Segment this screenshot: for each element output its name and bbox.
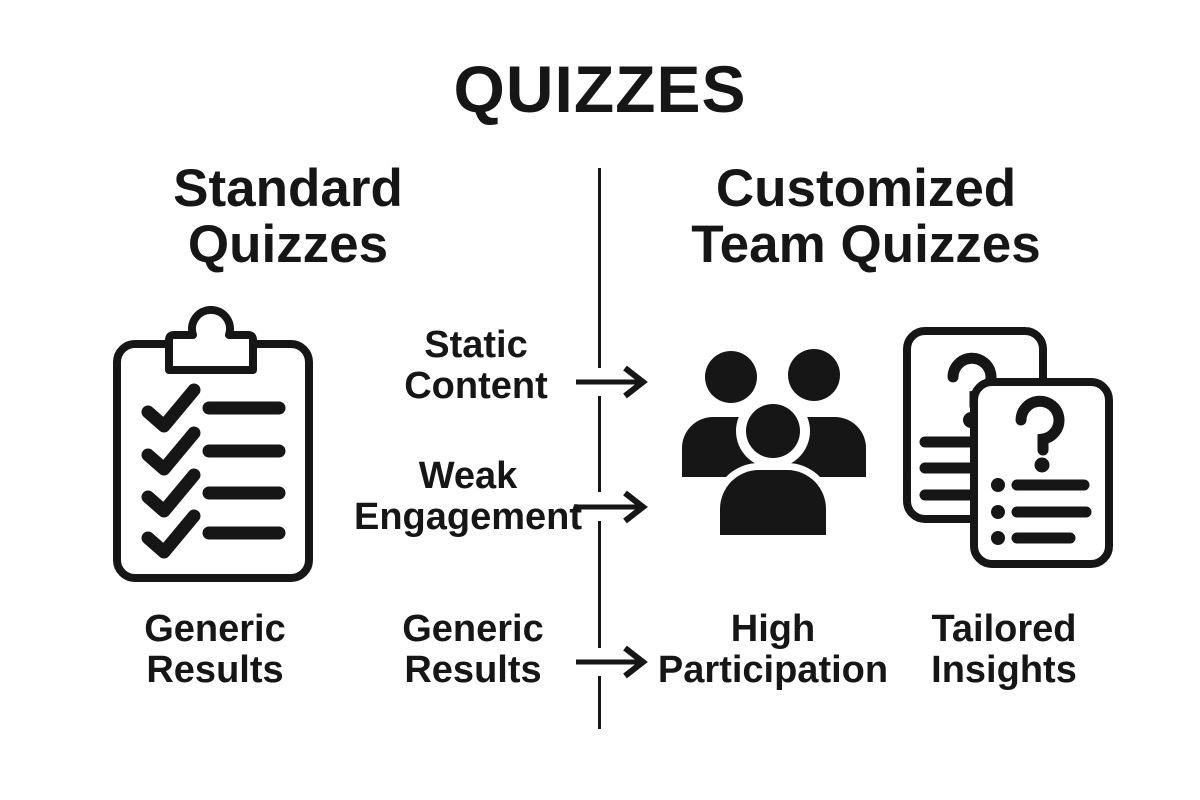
right-heading-line1: Customized	[715, 159, 1017, 218]
right-column-heading: Customized Team Quizzes	[640, 159, 1092, 275]
right-arrow-icon	[576, 645, 648, 679]
right-arrow-icon	[576, 490, 648, 524]
divider-line	[598, 676, 601, 729]
right-heading-line2: Team Quizzes	[691, 215, 1041, 275]
left-heading-line1: Standard	[173, 159, 403, 218]
flow-label-generic-results: Generic Results	[402, 608, 544, 691]
divider-line	[598, 521, 601, 648]
left-heading-line2: Quizzes	[187, 215, 389, 275]
page-title: QUIZZES	[453, 52, 747, 126]
divider-line	[598, 168, 601, 368]
right-arrow-icon	[576, 365, 648, 399]
divider-line	[598, 396, 601, 492]
caption-generic-results: Generic Results	[144, 608, 286, 691]
left-column-heading: Standard Quizzes	[88, 159, 488, 275]
clipboard-checklist-icon	[113, 306, 313, 582]
quiz-cards-icon	[903, 327, 1113, 568]
flow-label-weak-engagement: Weak Engagement	[353, 455, 583, 538]
flow-label-static-content: Static Content	[404, 324, 548, 407]
caption-tailored-insights: Tailored Insights	[931, 608, 1077, 691]
team-group-icon	[682, 349, 866, 538]
caption-high-participation: High Participation	[657, 608, 889, 691]
